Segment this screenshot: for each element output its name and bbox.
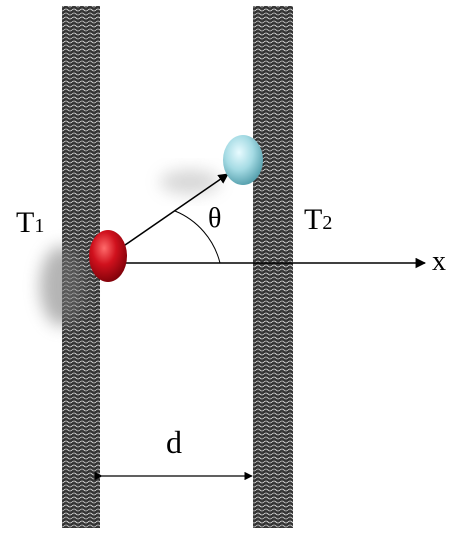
angle-label: θ	[208, 203, 221, 234]
right-plate	[253, 6, 293, 528]
gap-label: d	[166, 424, 182, 460]
red-particle-shadow	[40, 246, 84, 326]
blue-particle	[223, 135, 263, 185]
red-particle	[89, 230, 127, 282]
x-axis-label: x	[432, 246, 446, 277]
blue-particle-shadow	[160, 170, 220, 194]
right-plate-label: T2	[304, 203, 332, 236]
angle-arc	[174, 210, 221, 264]
trajectory-arrow	[111, 173, 229, 255]
left-plate-label: T1	[16, 206, 44, 239]
